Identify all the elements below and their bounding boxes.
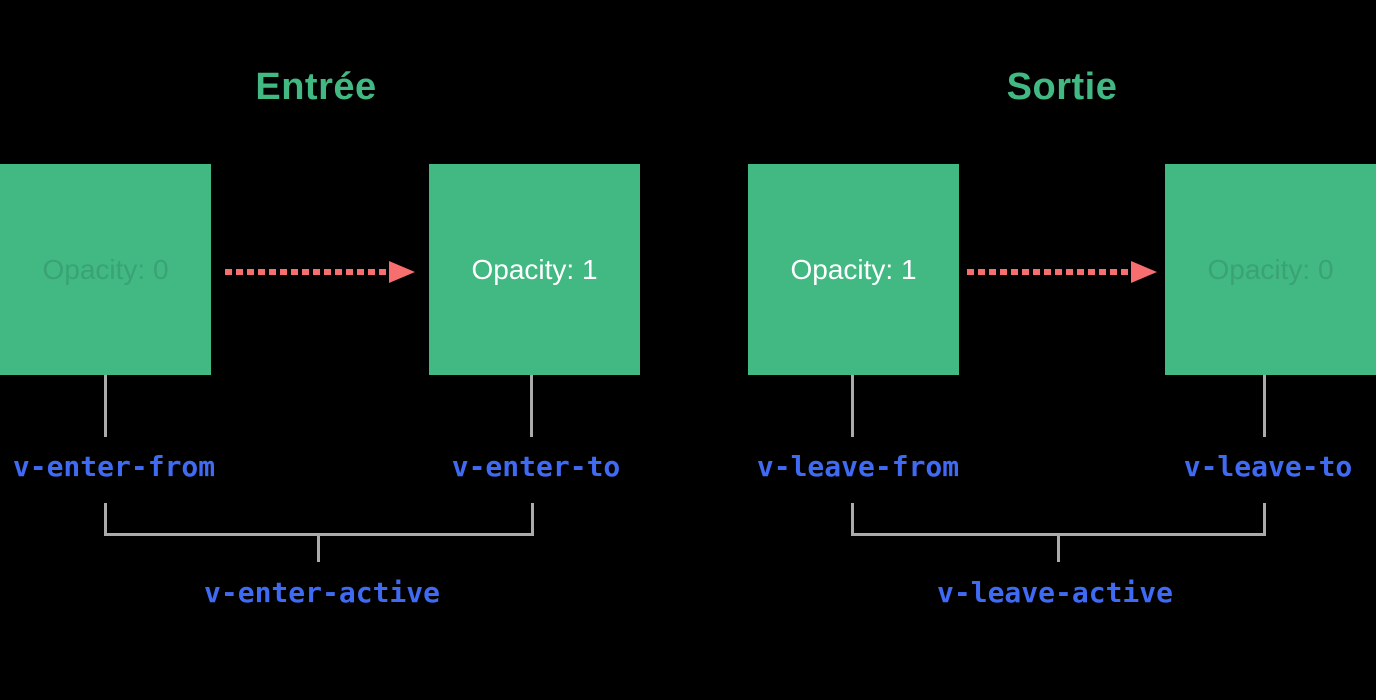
leave-from-box: Opacity: 1 (748, 164, 959, 375)
leave-active-class-label: v-leave-active (936, 576, 1174, 609)
enter-active-class-label: v-enter-active (203, 576, 441, 609)
arrow-dash-line (967, 269, 1131, 275)
leave-to-box-label: Opacity: 0 (1207, 253, 1334, 285)
leave-section-title: Sortie (1006, 66, 1118, 108)
connector-line (104, 375, 107, 437)
enter-to-class-label: v-enter-to (451, 450, 621, 483)
enter-from-box: Opacity: 0 (0, 164, 211, 375)
arrow-head-icon (1131, 261, 1157, 283)
leave-from-box-label: Opacity: 1 (790, 253, 917, 285)
enter-to-box-label: Opacity: 1 (471, 253, 598, 285)
leave-active-bracket (851, 503, 1266, 536)
enter-active-bracket (104, 503, 534, 536)
connector-line (851, 375, 854, 437)
connector-line (530, 375, 533, 437)
enter-dashed-arrow-right-icon (225, 261, 415, 283)
enter-section-title: Entrée (255, 66, 377, 108)
leave-from-class-label: v-leave-from (756, 450, 960, 483)
leave-dashed-arrow-right-icon (967, 261, 1157, 283)
enter-active-bracket-tick (317, 535, 320, 562)
leave-active-bracket-tick (1057, 535, 1060, 562)
leave-to-box: Opacity: 0 (1165, 164, 1376, 375)
leave-to-class-label: v-leave-to (1183, 450, 1353, 483)
enter-from-box-label: Opacity: 0 (42, 253, 169, 285)
enter-from-class-label: v-enter-from (12, 450, 216, 483)
enter-to-box: Opacity: 1 (429, 164, 640, 375)
connector-line (1263, 375, 1266, 437)
arrow-head-icon (389, 261, 415, 283)
arrow-dash-line (225, 269, 389, 275)
